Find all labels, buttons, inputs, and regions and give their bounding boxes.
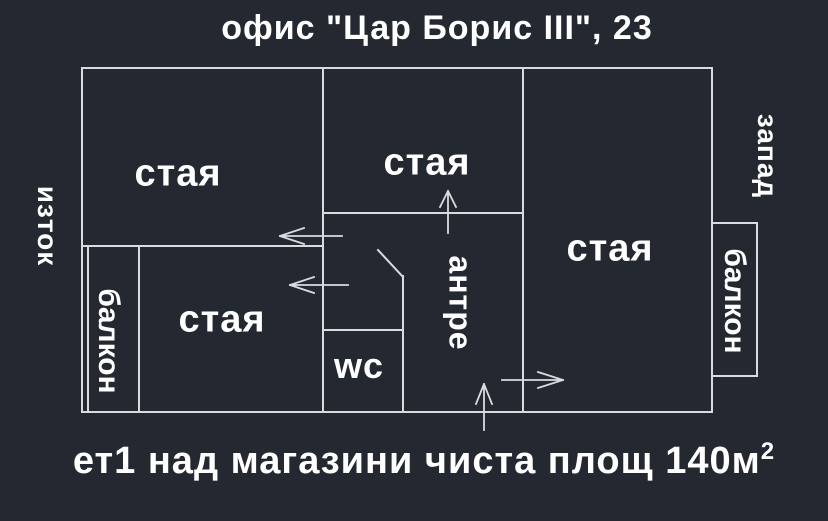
footer-caption-superscript: 2 xyxy=(760,438,776,465)
page-title: офис "Цар Борис III", 23 xyxy=(221,9,653,47)
door-arrow-left-icon xyxy=(288,275,349,295)
footer-caption: ет1 над магазини чиста площ 140м2 xyxy=(0,438,828,483)
compass-label-west: запад xyxy=(752,113,783,199)
door-leaf-diagonal xyxy=(376,248,405,279)
room-label-balcony-right: балкон xyxy=(718,248,751,354)
compass-label-east: изток xyxy=(32,185,63,267)
room-label-top-middle: стая xyxy=(383,141,471,184)
door-arrow-left-icon xyxy=(278,226,343,246)
room-label-top-left: стая xyxy=(134,152,222,195)
room-label-wc: wc xyxy=(333,345,385,386)
door-arrow-up-icon xyxy=(474,382,494,431)
footer-caption-text: ет1 над магазини чиста площ 140м xyxy=(72,440,761,482)
room-label-balcony-left: балкон xyxy=(92,288,125,394)
room-label-hallway: антре xyxy=(442,255,479,351)
door-arrow-up-icon xyxy=(438,189,458,234)
door-arrow-right-icon xyxy=(501,370,565,390)
room-label-lower-left: стая xyxy=(178,298,266,341)
room-label-right: стая xyxy=(566,227,654,270)
